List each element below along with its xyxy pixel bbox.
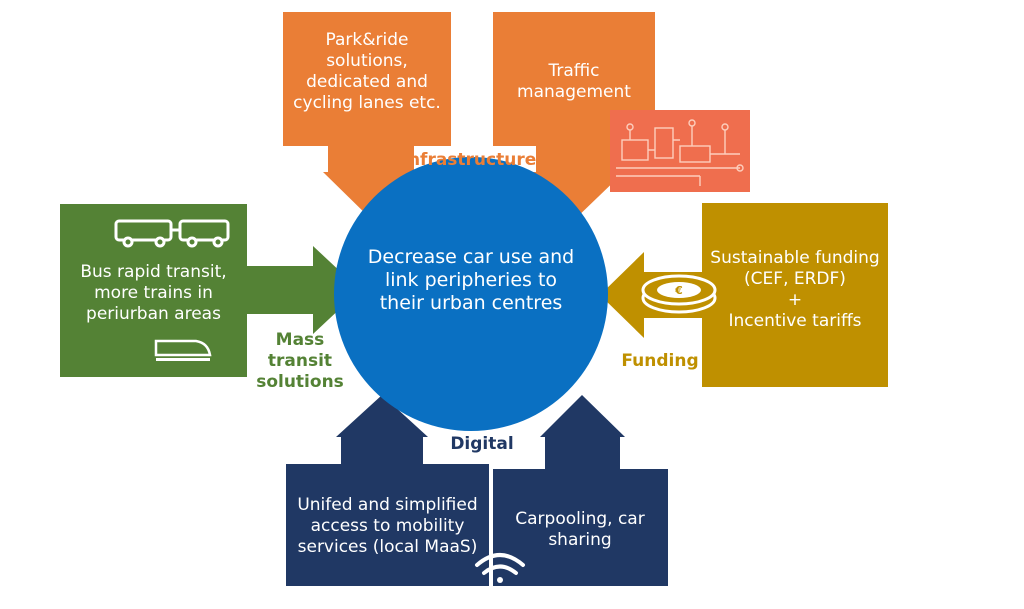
digital-box-maas <box>286 395 489 586</box>
bus-icon <box>114 219 230 248</box>
digital-box-carpooling <box>493 395 668 586</box>
parkride-text: Park&ride solutions, dedicated and cycli… <box>293 30 441 113</box>
funding-text-line2: Incentive tariffs <box>728 311 862 331</box>
carpooling-text: Carpooling, car sharing <box>515 509 645 550</box>
center-text: Decrease car use and link peripheries to… <box>367 246 575 314</box>
funding-box <box>600 203 888 387</box>
funding-plus: + <box>787 290 803 310</box>
traffic-management-text: Traffic management <box>517 61 631 102</box>
funding-label: Funding <box>621 351 699 371</box>
coin-icon: € <box>641 274 717 314</box>
funding-text: Sustainable funding (CEF, ERDF) + Incent… <box>702 248 888 332</box>
svg-text:€: € <box>674 284 683 297</box>
mass-transit-label: Mass transit solutions <box>256 330 344 392</box>
wifi-icon <box>475 553 525 583</box>
infrastructures-label: Infrastructures <box>401 150 547 170</box>
infrastructure-box-parkride <box>283 12 451 222</box>
mass-transit-text: Bus rapid transit, more trains in periur… <box>80 261 227 324</box>
digital-label: Digital <box>450 434 514 454</box>
maas-text: Unifed and simplified access to mobility… <box>297 494 478 557</box>
train-icon <box>154 339 212 361</box>
center-circle <box>334 157 608 431</box>
funding-text-line1: Sustainable funding (CEF, ERDF) <box>710 248 880 289</box>
mass-transit-box <box>60 204 360 377</box>
circuit-image <box>610 110 750 192</box>
